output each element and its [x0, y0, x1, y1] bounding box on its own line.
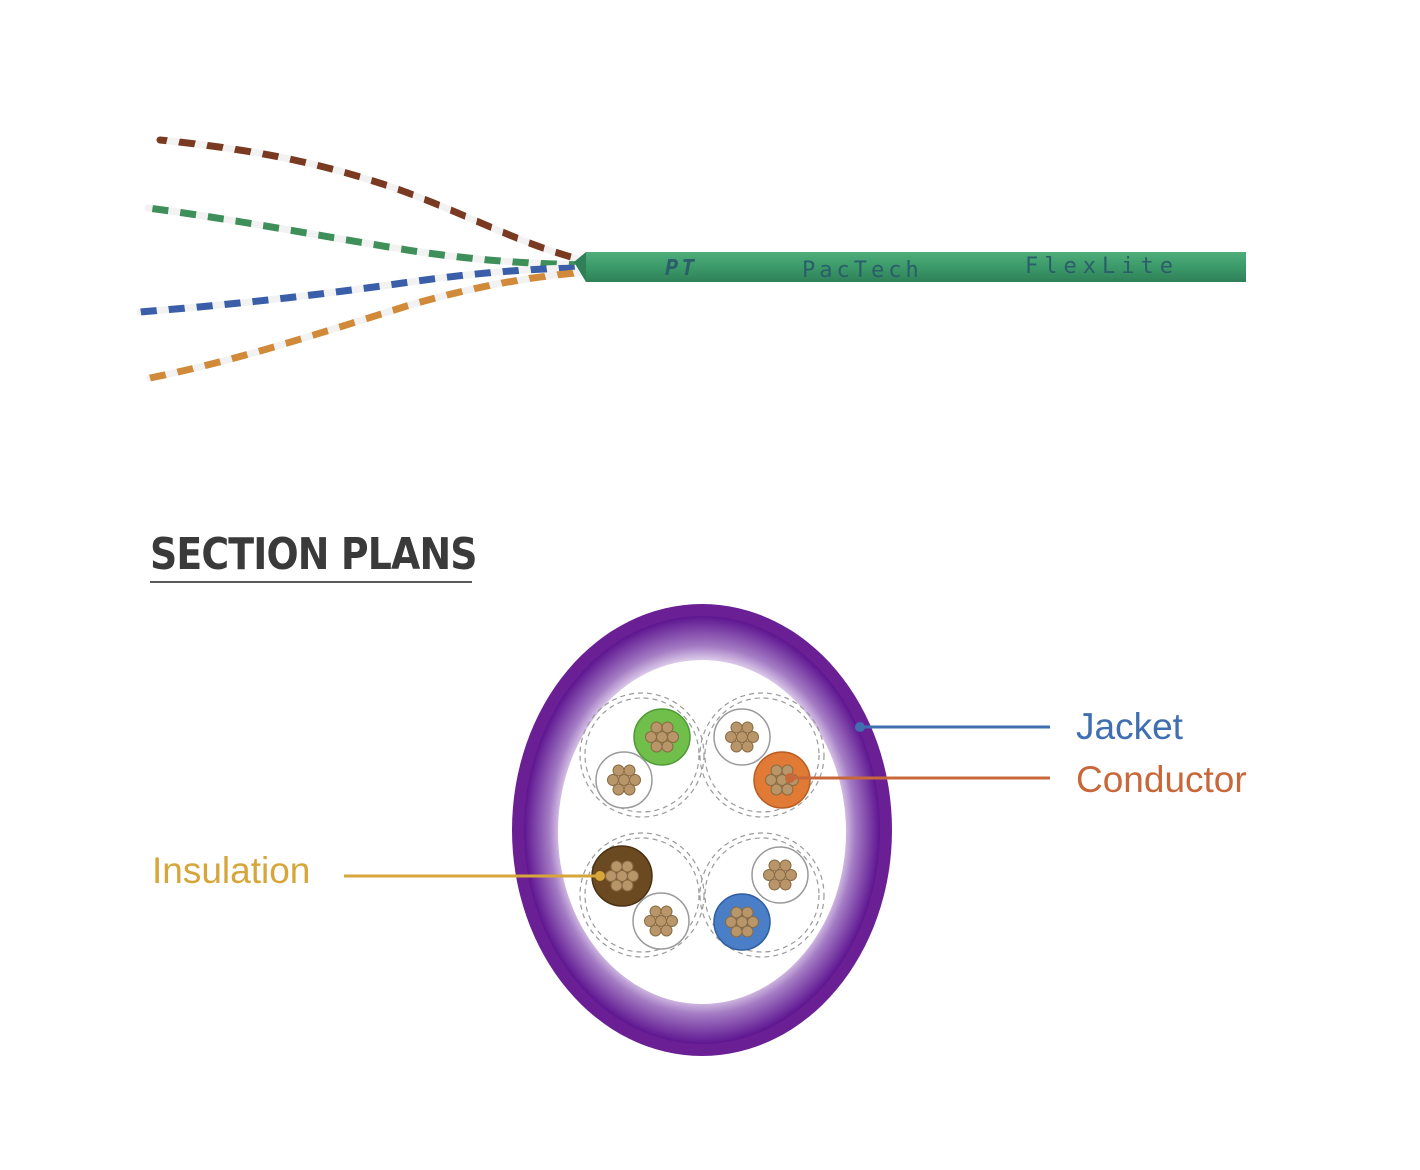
cable-jacket: PT PacTech FlexLite	[574, 252, 1246, 283]
cable-illustration: PT PacTech FlexLite	[136, 136, 1246, 382]
conductor-leader-line	[785, 773, 1050, 783]
insulation-leader-line	[344, 871, 605, 881]
wire-green	[633, 708, 691, 766]
outer-jacket	[512, 604, 892, 1056]
jacket-print-brand: PacTech	[802, 258, 923, 283]
jacket-leader-line	[855, 722, 1050, 732]
wire-green-white	[595, 751, 653, 809]
jacket-print-model: FlexLite	[1025, 254, 1179, 279]
pair-group-bottom-right	[699, 832, 825, 958]
pair-group-top-right	[699, 692, 825, 818]
wire-orange	[753, 751, 811, 809]
twisted-pair-orange	[146, 268, 594, 382]
section-title: SECTION PLANS	[150, 529, 478, 580]
wire-blue-white	[751, 846, 809, 904]
jacket-print-logo: PT	[665, 256, 698, 281]
label-conductor: Conductor	[1076, 759, 1247, 800]
label-jacket: Jacket	[1076, 706, 1183, 747]
pair-group-bottom-left	[579, 832, 705, 958]
wire-brown-white	[632, 892, 690, 950]
twisted-pair-green	[144, 204, 594, 269]
twisted-pair-blue	[136, 264, 594, 316]
wire-blue	[713, 893, 771, 951]
section-title-underline	[150, 581, 472, 583]
label-insulation: Insulation	[152, 850, 311, 891]
twisted-pair-brown	[156, 136, 594, 266]
pair-group-top-left	[579, 692, 705, 818]
wire-orange-white	[713, 708, 771, 766]
